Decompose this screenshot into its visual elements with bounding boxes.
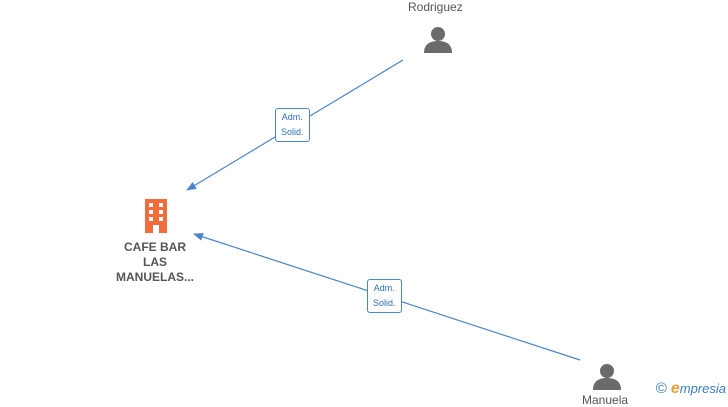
edge-label-role: Adm.	[281, 112, 303, 122]
edge-label-role-type: Solid.	[281, 127, 304, 137]
edge-label-manuela[interactable]: Adm. Solid.	[367, 279, 402, 313]
brand-logo-initial: e	[670, 380, 680, 397]
empresia-watermark: ©empresia	[656, 380, 726, 398]
brand-logo-text: mpresia	[679, 381, 726, 396]
company-name[interactable]: CAFE BAR LAS MANUELAS...	[100, 240, 210, 285]
person-icon[interactable]	[592, 362, 622, 390]
edge-label-role-type: Solid.	[373, 298, 396, 308]
company-name-line-1: CAFE BAR	[124, 240, 186, 254]
company-name-line-2: LAS	[143, 255, 167, 269]
edge-label-role: Adm.	[373, 283, 395, 293]
building-icon[interactable]	[143, 199, 169, 233]
edge-label-rodriguez[interactable]: Adm. Solid.	[275, 108, 310, 142]
copyright-symbol: ©	[655, 380, 667, 397]
person-name-rodriguez[interactable]: Rodriguez	[408, 0, 463, 14]
person-icon[interactable]	[423, 25, 453, 53]
company-name-line-3: MANUELAS...	[116, 270, 194, 284]
person-name-manuela[interactable]: Manuela	[582, 393, 629, 407]
